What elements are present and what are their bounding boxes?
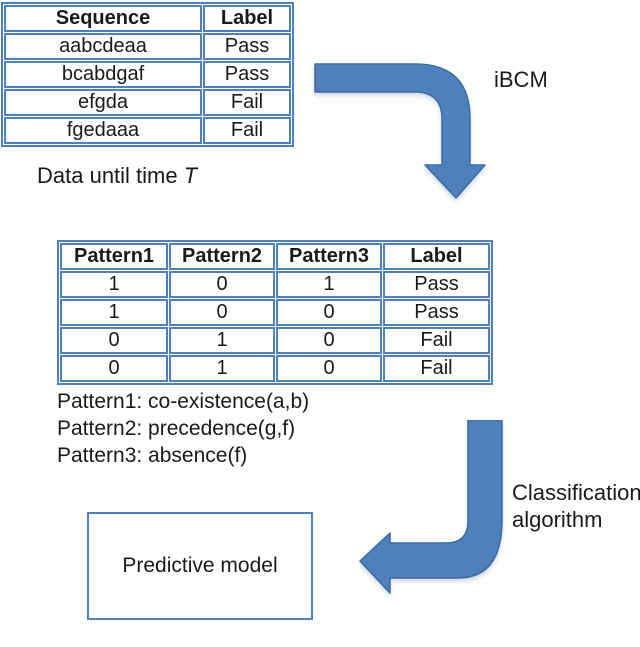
sequence-cell: bcabdgaf — [4, 61, 202, 88]
ibcm-label: iBCM — [494, 67, 548, 92]
pattern-cell: 0 — [169, 299, 276, 326]
pattern-cell: 1 — [60, 271, 169, 298]
classification-label-line2: algorithm — [512, 507, 603, 532]
table-header-row: Sequence Label — [4, 5, 291, 32]
pattern-table: Pattern1 Pattern2 Pattern3 Label 1 0 1 P… — [57, 240, 493, 385]
label-column-header: Label — [382, 243, 490, 270]
pattern2-column-header: Pattern2 — [169, 243, 276, 270]
pattern1-definition: Pattern1: co-existence(a,b) — [57, 390, 310, 413]
label-cell: Pass — [382, 299, 490, 326]
predictive-model-label: Predictive model — [122, 554, 278, 577]
pattern-cell: 0 — [169, 271, 276, 298]
label-cell: Pass — [203, 61, 291, 88]
classification-algorithm-label: Classification algorithm — [512, 479, 640, 533]
label-cell: Pass — [382, 271, 490, 298]
table-row: bcabdgaf Pass — [4, 61, 291, 88]
sequence-cell: fgedaaa — [4, 117, 202, 144]
label-column-header: Label — [203, 5, 291, 32]
table-row: 0 1 0 Fail — [60, 327, 490, 354]
elbow-arrow-shape — [359, 420, 503, 594]
ibcm-arrow — [314, 63, 486, 199]
table-row: fgedaaa Fail — [4, 117, 291, 144]
label-cell: Pass — [203, 33, 291, 60]
label-cell: Fail — [203, 89, 291, 116]
pattern-cell: 0 — [276, 327, 382, 354]
pattern2-definition: Pattern2: precedence(g,f) — [57, 417, 296, 440]
pattern-cell: 0 — [60, 355, 169, 382]
pattern-cell: 1 — [169, 355, 276, 382]
sequence-cell: efgda — [4, 89, 202, 116]
sequence-column-header: Sequence — [4, 5, 202, 32]
pattern3-definition: Pattern3: absence(f) — [57, 444, 248, 467]
label-cell: Fail — [382, 327, 490, 354]
predictive-model-box: Predictive model — [87, 512, 313, 620]
elbow-arrow-shape — [314, 63, 486, 199]
pattern-cell: 1 — [60, 299, 169, 326]
pattern1-column-header: Pattern1 — [60, 243, 169, 270]
table-row: 1 0 0 Pass — [60, 299, 490, 326]
table-row: aabcdeaa Pass — [4, 33, 291, 60]
table-row: 0 1 0 Fail — [60, 355, 490, 382]
classification-label-line1: Classification — [512, 480, 640, 505]
classification-arrow — [359, 420, 503, 594]
table-row: efgda Fail — [4, 89, 291, 116]
time-symbol: T — [183, 163, 198, 188]
pattern-definitions: Pattern1: co-existence(a,b) Pattern2: pr… — [57, 388, 309, 469]
sequence-table: Sequence Label aabcdeaa Pass bcabdgaf Pa… — [1, 2, 294, 147]
data-until-time-caption: Data until time T — [37, 163, 197, 189]
pattern-cell: 1 — [169, 327, 276, 354]
pattern-cell: 0 — [276, 299, 382, 326]
table-header-row: Pattern1 Pattern2 Pattern3 Label — [60, 243, 490, 270]
pattern-cell: 1 — [276, 271, 382, 298]
label-cell: Fail — [203, 117, 291, 144]
label-cell: Fail — [382, 355, 490, 382]
pattern-cell: 0 — [276, 355, 382, 382]
table-row: 1 0 1 Pass — [60, 271, 490, 298]
pattern3-column-header: Pattern3 — [276, 243, 382, 270]
sequence-cell: aabcdeaa — [4, 33, 202, 60]
caption-text: Data until time — [37, 163, 184, 188]
pattern-cell: 0 — [60, 327, 169, 354]
